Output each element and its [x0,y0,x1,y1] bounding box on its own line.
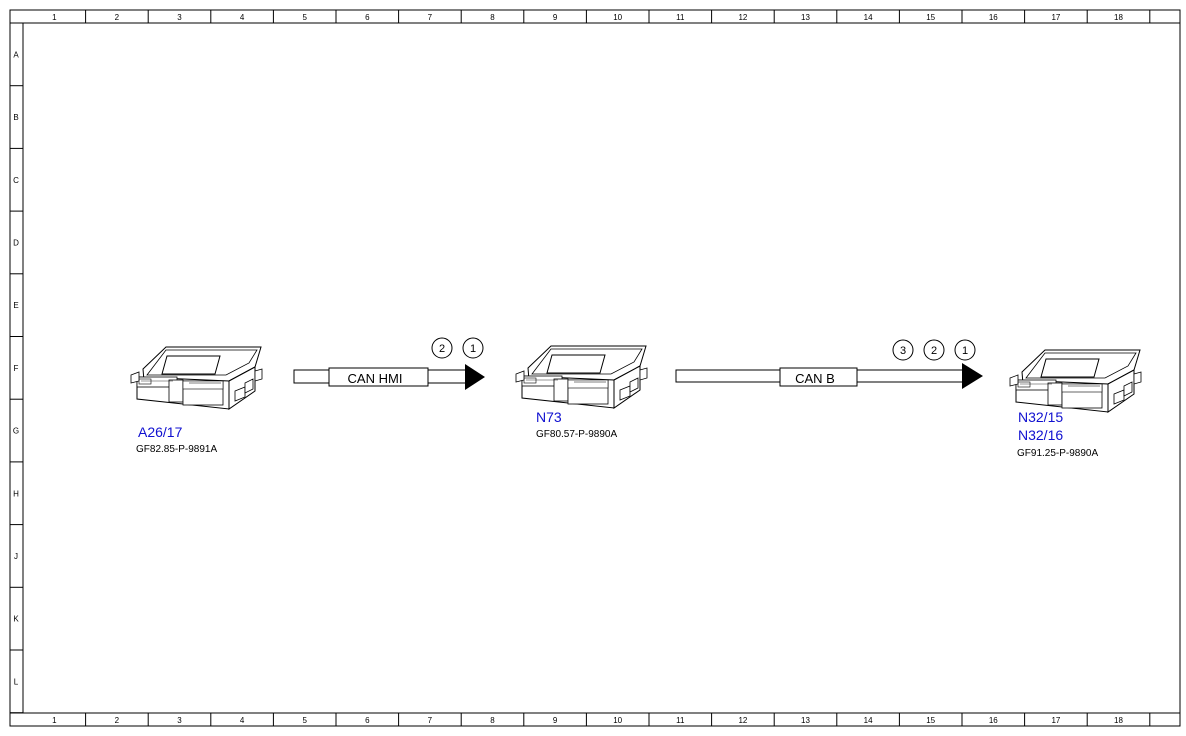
module-doc-ref: GF80.57-P-9890A [536,429,617,440]
bus-label: CAN HMI [348,371,403,386]
column-label-top: 8 [490,13,495,22]
circle-marker-icon: 2 [431,337,453,359]
module-doc-ref: GF82.85-P-9891A [136,444,217,455]
module-code: A26/17 [138,424,183,440]
arrow-head-icon [465,364,485,390]
row-label: A [13,50,19,59]
column-label-bottom: 3 [177,716,182,725]
column-label-top: 5 [302,13,307,22]
module-n73: N73 GF80.57-P-9890A [515,345,648,440]
marker-label: 1 [962,345,968,357]
column-label-top: 9 [553,13,558,22]
column-label-bottom: 13 [801,716,810,725]
row-label: J [14,552,18,561]
column-label-bottom: 5 [302,716,307,725]
column-label-top: 17 [1051,13,1060,22]
column-label-top: 1 [52,13,57,22]
row-label: E [13,301,18,310]
column-label-top: 11 [676,13,685,22]
circle-marker-icon: 2 [923,339,945,361]
marker-label: 2 [439,343,445,355]
circle-marker-icon: 1 [954,339,976,361]
column-label-top: 2 [115,13,120,22]
row-label: B [13,113,18,122]
column-label-bottom: 8 [490,716,495,725]
column-label-bottom: 16 [989,716,998,725]
column-label-top: 7 [428,13,433,22]
column-label-top: 13 [801,13,810,22]
column-label-bottom: 11 [676,716,685,725]
bus-can-b: CAN B 3 2 1 [675,339,983,389]
column-label-bottom: 1 [52,716,57,725]
column-label-bottom: 9 [553,716,558,725]
column-label-top: 10 [613,13,622,22]
column-label-top: 12 [738,13,747,22]
bus-can-hmi: CAN HMI 2 1 [293,337,485,390]
row-label: H [13,489,19,498]
row-label: D [13,238,19,247]
column-label-top: 14 [864,13,873,22]
column-label-top: 4 [240,13,245,22]
frame-border [9,9,1181,727]
marker-label: 1 [470,343,476,355]
row-label: F [14,364,19,373]
column-label-bottom: 17 [1051,716,1060,725]
column-label-bottom: 7 [428,716,433,725]
module-doc-ref: GF91.25-P-9890A [1017,448,1098,459]
row-label: K [13,615,19,624]
column-label-bottom: 2 [115,716,120,725]
column-label-bottom: 18 [1114,716,1123,725]
column-label-bottom: 15 [926,716,935,725]
column-label-bottom: 4 [240,716,245,725]
control-unit-icon [1009,349,1142,413]
column-label-top: 16 [989,13,998,22]
column-label-top: 3 [177,13,182,22]
column-label-bottom: 12 [738,716,747,725]
row-label: C [13,176,19,185]
column-label-top: 18 [1114,13,1123,22]
marker-label: 2 [931,345,937,357]
circle-marker-icon: 3 [892,339,914,361]
row-label: L [14,677,19,686]
row-label: G [13,427,19,436]
column-label-top: 15 [926,13,935,22]
module-n32: N32/15 N32/16 GF91.25-P-9890A [1009,349,1142,459]
arrow-head-icon [962,363,983,389]
module-a26-17: A26/17 GF82.85-P-9891A [130,346,263,455]
module-code: N32/16 [1018,427,1063,443]
control-unit-icon [515,345,648,409]
control-unit-icon [130,346,263,410]
bus-label: CAN B [795,371,835,386]
module-code: N32/15 [1018,409,1063,425]
column-label-bottom: 6 [365,716,370,725]
column-label-top: 6 [365,13,370,22]
marker-label: 3 [900,345,906,357]
bus-label-box [779,367,858,387]
circle-marker-icon: 1 [462,337,484,359]
column-label-bottom: 10 [613,716,622,725]
column-label-bottom: 14 [864,716,873,725]
module-code: N73 [536,409,562,425]
bus-label-box [328,367,429,387]
